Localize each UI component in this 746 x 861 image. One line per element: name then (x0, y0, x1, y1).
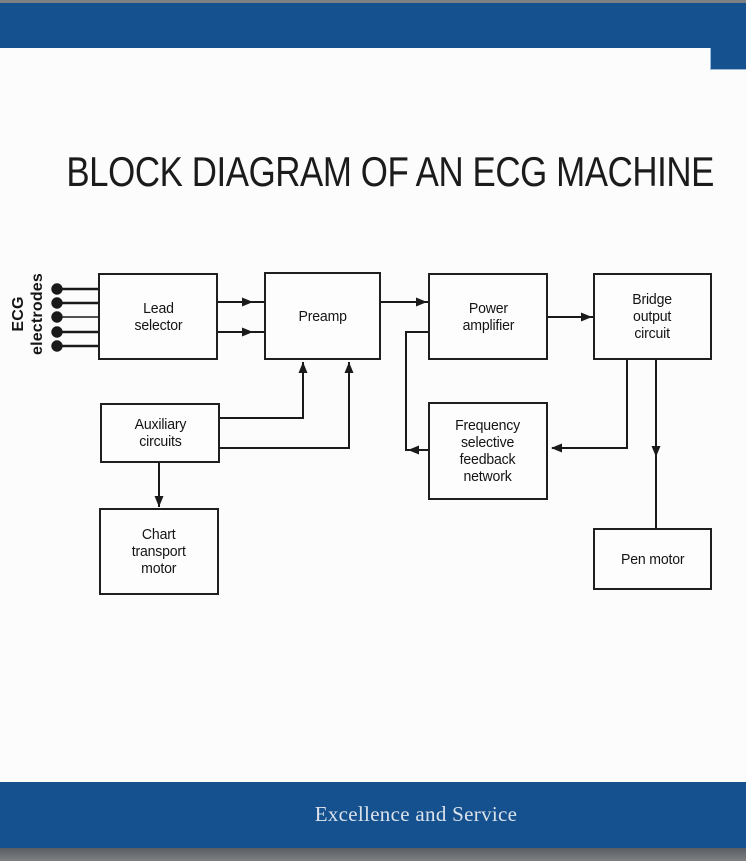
arrowhead-left (408, 445, 419, 455)
block-lead-selector: Lead selector (98, 273, 218, 360)
conn-aux-preamp-2 (220, 362, 350, 449)
arrowhead-left (551, 443, 562, 453)
block-bridge-output-circuit: Bridge output circuit (593, 273, 712, 360)
block-pen-motor: Pen motor (593, 528, 712, 590)
arrowhead-up (344, 362, 354, 373)
arrowheads (154, 297, 661, 507)
header-blue-tab (710, 48, 746, 70)
block-label: Chart transport motor (132, 526, 186, 577)
electrode-leads (51, 283, 98, 352)
block-preamp: Preamp (264, 272, 381, 360)
arrowhead-right (416, 297, 427, 307)
arrowhead-up (298, 362, 308, 373)
conn-feedback-poweramp (405, 331, 428, 451)
block-label: Power amplifier (462, 299, 514, 334)
bottom-gray-strip (0, 848, 746, 861)
ecg-electrodes-label: ECG electrodes (10, 272, 46, 356)
block-label: Auxiliary circuits (134, 416, 186, 450)
block-label: Lead selector (134, 299, 182, 334)
arrowhead-right (242, 327, 253, 337)
conn-aux-preamp-1 (220, 362, 304, 419)
block-label: Bridge output circuit (632, 291, 673, 342)
block-auxiliary-circuits: Auxiliary circuits (100, 403, 220, 463)
block-label: Frequency selective feedback network (455, 417, 521, 485)
conn-bridge-feedback (552, 360, 628, 449)
block-chart-transport-motor: Chart transport motor (99, 508, 219, 595)
block-label: Pen motor (620, 550, 685, 568)
arrowhead-right (581, 312, 592, 322)
block-label: Preamp (298, 307, 347, 325)
footer-blue-bar: Excellence and Service (0, 782, 746, 848)
arrowhead-right (242, 297, 253, 307)
header-blue-bar (0, 3, 746, 48)
page-title: BLOCK DIAGRAM OF AN ECG MACHINE (66, 148, 714, 195)
footer-motto: Excellence and Service (314, 802, 518, 826)
page-title-row: BLOCK DIAGRAM OF AN ECG MACHINE (0, 149, 746, 195)
top-gray-strip (0, 0, 746, 4)
arrowhead-down (154, 496, 164, 507)
block-power-amplifier: Power amplifier (428, 273, 548, 360)
block-frequency-selective-feedback-network: Frequency selective feedback network (428, 402, 548, 500)
connector-lines (158, 301, 657, 528)
arrowhead-down (651, 446, 661, 457)
